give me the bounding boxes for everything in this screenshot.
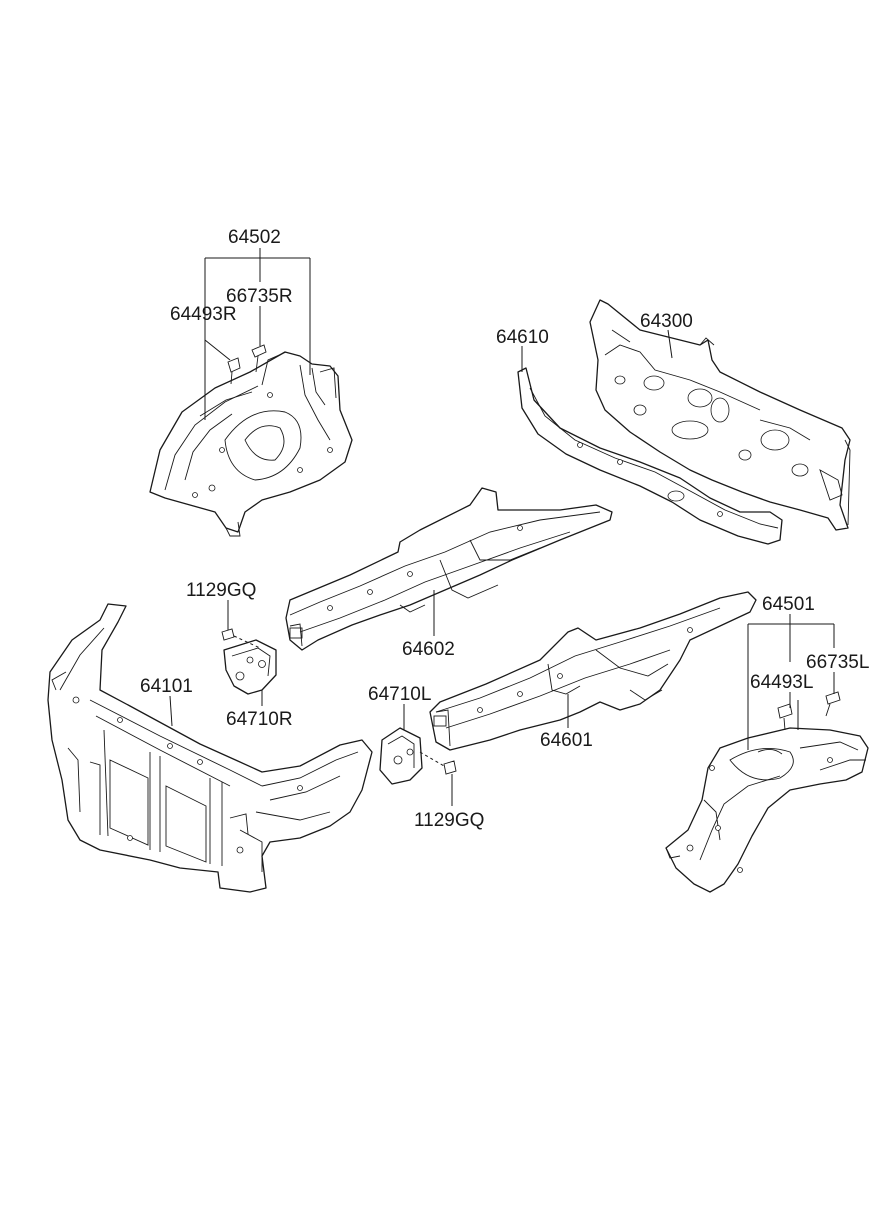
part-64501-fender-apron-left	[665, 727, 869, 893]
label-64710R: 64710R	[226, 709, 293, 730]
part-64602-side-member-right	[285, 487, 613, 651]
part-64610-dash-crossmember	[517, 367, 783, 545]
label-1129GQ-lower: 1129GQ	[414, 810, 484, 831]
label-64300: 64300	[640, 311, 693, 332]
part-64601-side-member-left	[429, 591, 757, 751]
label-64493R: 64493R	[170, 304, 237, 325]
part-labels: 64502 66735R 64493R 64610 64300 1129GQ 6…	[140, 227, 869, 831]
label-64610: 64610	[496, 327, 549, 348]
label-1129GQ-upper: 1129GQ	[186, 580, 256, 601]
label-64493L: 64493L	[750, 672, 813, 693]
label-64601: 64601	[540, 730, 593, 751]
label-64101: 64101	[140, 676, 193, 697]
label-64502: 64502	[228, 227, 281, 248]
fastener-66735L	[825, 691, 841, 717]
fastener-64493R	[227, 357, 241, 385]
part-64502-fender-apron-right	[149, 351, 353, 537]
part-64101-radiator-support	[47, 603, 373, 893]
part-64710R-bracket-right	[223, 639, 277, 695]
bolt-1129GQ-upper	[221, 628, 261, 649]
label-64602: 64602	[402, 639, 455, 660]
bolt-1129GQ-lower	[419, 751, 457, 775]
part-64710L-bracket-left	[379, 727, 423, 785]
fastener-66735R	[251, 344, 267, 373]
part-64300-dash-panel	[589, 299, 851, 531]
fastener-64493L	[777, 703, 793, 731]
label-66735R: 66735R	[226, 286, 293, 307]
label-66735L: 66735L	[806, 652, 869, 673]
label-64710L: 64710L	[368, 684, 431, 705]
leader-lines	[169, 248, 835, 806]
label-64501: 64501	[762, 594, 815, 615]
